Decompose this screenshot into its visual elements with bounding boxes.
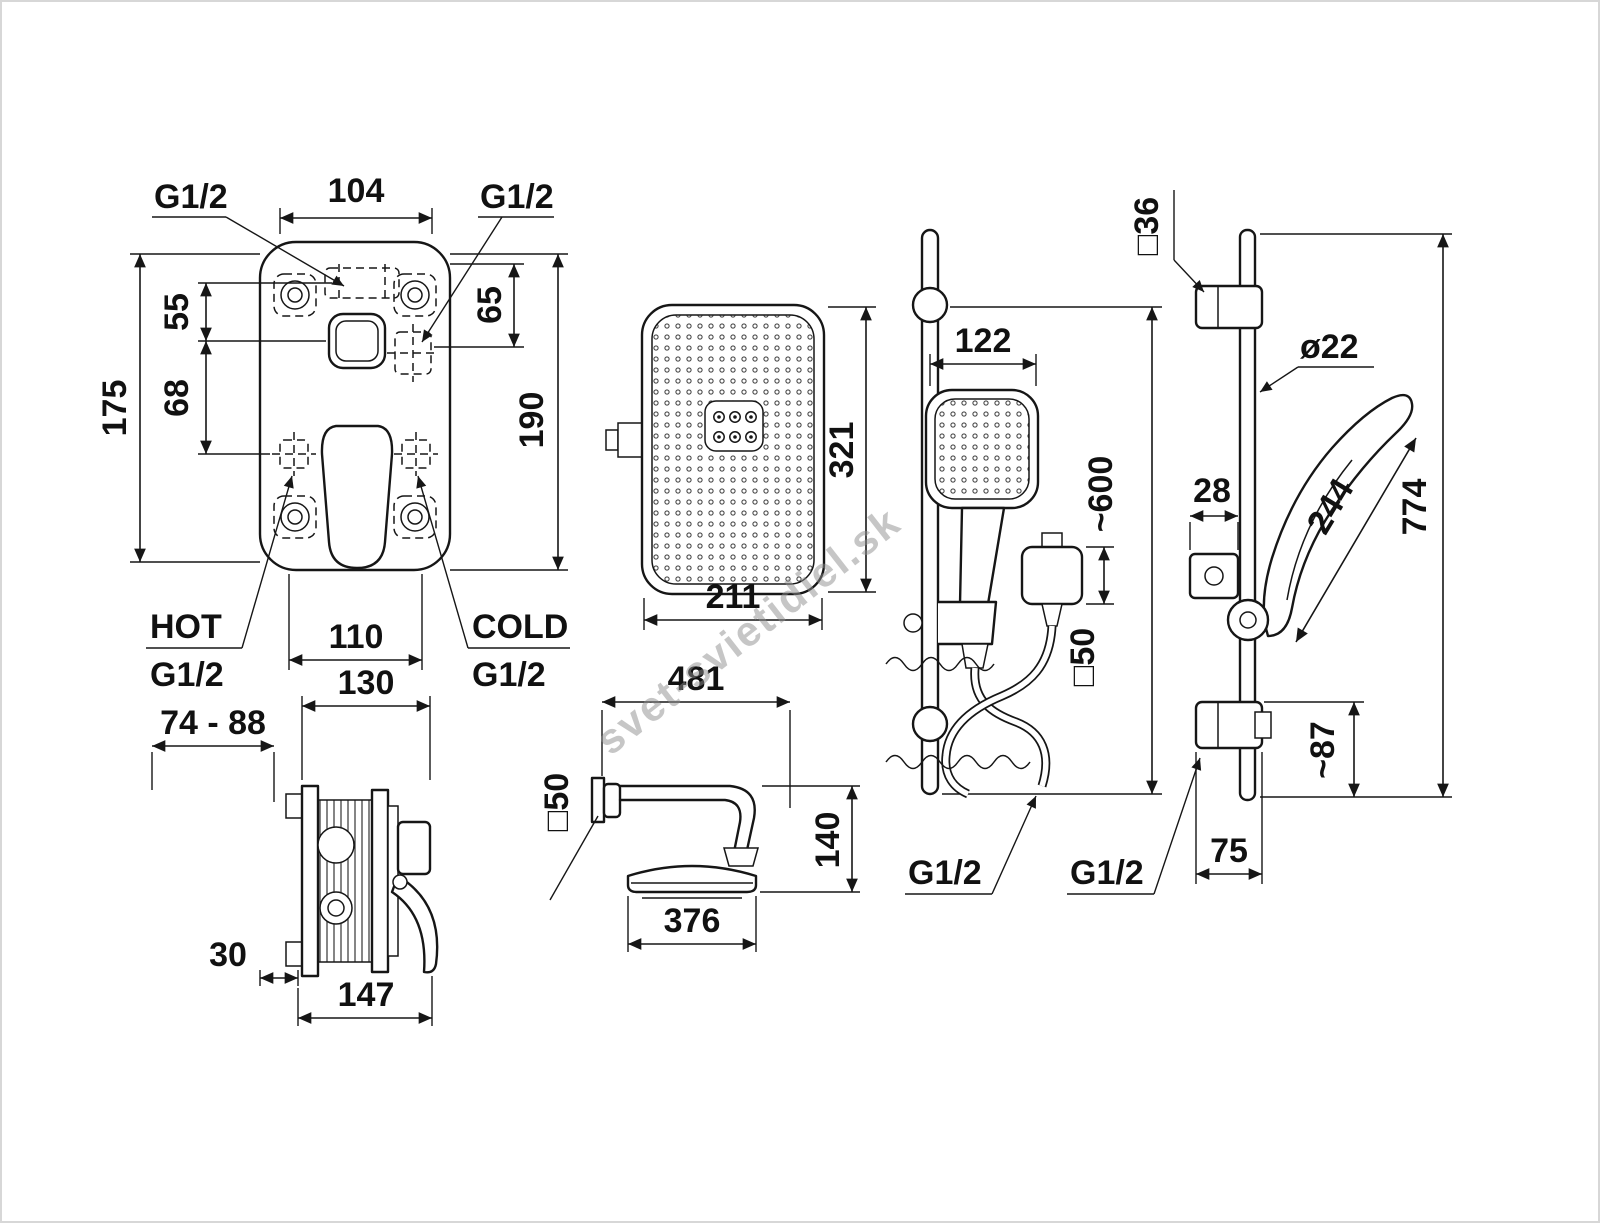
dim-label-flange-sq50: □50 — [538, 773, 576, 831]
wall-flange — [590, 776, 606, 824]
mixer-plate — [258, 240, 452, 572]
nozzle-cluster — [704, 400, 764, 452]
diverter-button — [327, 312, 387, 370]
slide-rail-side — [1238, 228, 1257, 802]
view-rail-side: 774 □36 ø22 28 244 ~87 75 G1/2 — [1067, 190, 1452, 895]
dim-label-74-88: 74 - 88 — [160, 704, 266, 742]
dim-label-122: 122 — [955, 322, 1012, 360]
dim-label-28: 28 — [1193, 472, 1231, 510]
hot-label: HOT — [150, 608, 222, 646]
dim-label-110: 110 — [329, 618, 384, 656]
rail-top-bracket — [911, 286, 949, 324]
hot-thread-label: G1/2 — [150, 656, 224, 694]
dim-label-481: 481 — [668, 660, 725, 698]
dim-label-774: 774 — [1396, 479, 1434, 536]
dim-label-sq36: □36 — [1128, 197, 1166, 255]
dim-label-130: 130 — [338, 664, 395, 702]
thread-label-rail-front: G1/2 — [908, 854, 982, 892]
dim-label-75: 75 — [1210, 832, 1248, 870]
dim-label-190: 190 — [513, 392, 551, 449]
dim-label-outlet-sq50: □50 — [1064, 628, 1102, 686]
break-line — [885, 656, 995, 672]
view-rail-front: ~600 122 □50 G1/2 — [885, 228, 1162, 895]
valve-body — [317, 799, 373, 963]
dim-label-175: 175 — [96, 380, 134, 437]
view-shower-head-front: 321 211 — [605, 303, 876, 630]
slide-rail — [920, 228, 940, 796]
dim-label-30: 30 — [209, 936, 247, 974]
view-mixer-front: 104 G1/2 G1/2 55 68 175 65 190 11 — [96, 172, 570, 694]
rail-bottom-bracket — [911, 705, 949, 743]
valve-cartridge — [396, 820, 432, 876]
cold-label: COLD — [472, 608, 568, 646]
thread-label-rail-side: G1/2 — [1070, 854, 1144, 892]
dim-label-68: 68 — [158, 379, 196, 417]
overhead-shower-profile — [626, 864, 758, 894]
thread-label-top-right: G1/2 — [480, 178, 554, 216]
dim-label-140: 140 — [809, 812, 847, 869]
dim-label-104: 104 — [328, 172, 385, 210]
dim-label-321: 321 — [823, 422, 861, 479]
view-valve-side: 130 74 - 88 30 147 — [151, 664, 439, 1026]
shower-arm-tube — [618, 784, 756, 852]
dim-label-600: ~600 — [1082, 456, 1120, 533]
cold-thread-label: G1/2 — [472, 656, 546, 694]
view-shower-arm-side: 481 □50 140 376 — [538, 660, 860, 952]
holder-block — [1188, 552, 1240, 600]
thread-label-top-left: G1/2 — [154, 178, 228, 216]
handset-handle — [958, 506, 1006, 606]
valve-lever-side — [390, 874, 439, 974]
valve-back-plate — [300, 784, 320, 978]
dim-label-376: 376 — [664, 902, 721, 940]
dim-label-147: 147 — [338, 976, 395, 1014]
dim-label-87: ~87 — [1304, 721, 1342, 779]
wall-outlet — [1020, 545, 1084, 606]
holder-knob — [1226, 598, 1270, 642]
rail-bottom-wall-bracket — [1194, 700, 1264, 750]
break-line — [885, 754, 1031, 770]
dim-label-211: 211 — [706, 578, 761, 616]
dim-label-65: 65 — [471, 286, 509, 324]
dim-label-dia22: ø22 — [1300, 328, 1359, 366]
rail-top-wall-bracket — [1194, 284, 1264, 330]
handset-holder — [938, 600, 998, 646]
mixer-lever — [320, 424, 394, 570]
dim-label-55: 55 — [158, 293, 196, 331]
